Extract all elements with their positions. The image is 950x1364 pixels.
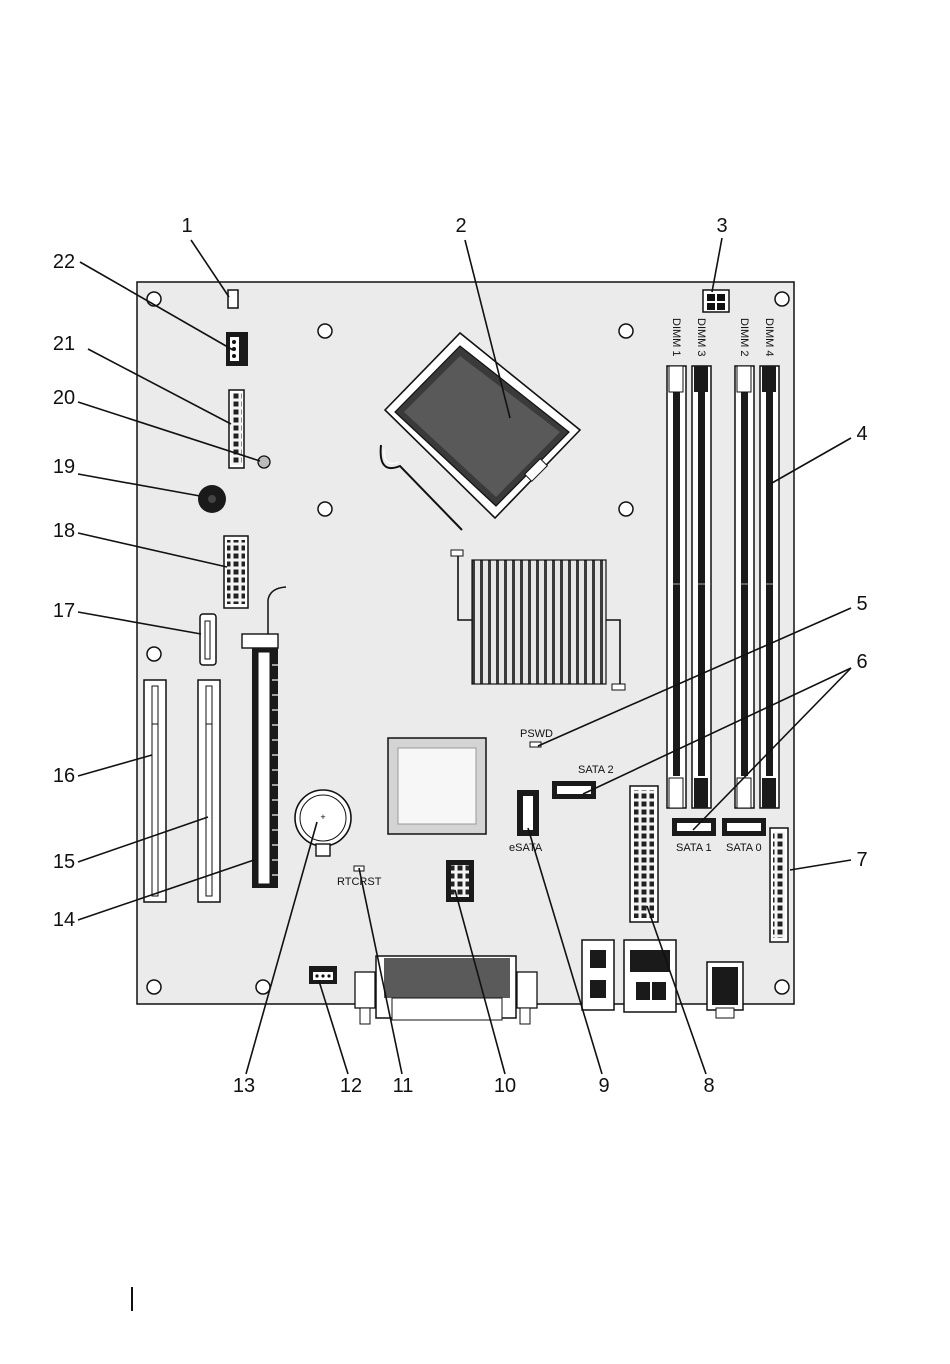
connector-17	[200, 614, 216, 665]
esata-label: eSATA	[509, 842, 543, 854]
callout-19: 19	[53, 456, 75, 478]
led-20	[258, 456, 270, 468]
callout-2: 2	[455, 215, 466, 237]
main-power-connector	[630, 786, 658, 922]
callout-7: 7	[856, 849, 867, 871]
sata0-label: SATA 0	[726, 842, 762, 854]
pswd-label: PSWD	[520, 728, 553, 740]
rtcrst-label: RTCRST	[337, 876, 382, 888]
rear-usb-stack-1	[582, 940, 614, 1010]
callout-22: 22	[53, 251, 75, 273]
dimm-slot-2	[735, 366, 754, 808]
connector-7	[770, 828, 788, 942]
chipset-heatsink	[451, 550, 625, 690]
rear-audio-connector	[707, 962, 743, 1018]
connector-1	[228, 290, 238, 308]
fan-connector-12	[309, 966, 337, 984]
sata2-connector	[552, 781, 596, 799]
callout-5: 5	[856, 593, 867, 615]
callout-11: 11	[393, 1075, 414, 1097]
dimm-slot-4	[760, 366, 779, 808]
header-18	[224, 536, 248, 608]
callout-6: 6	[856, 651, 867, 673]
dimm1-label: DIMM 1	[670, 318, 682, 357]
internal-usb-header	[446, 860, 474, 902]
callout-21: 21	[53, 333, 75, 355]
callout-18: 18	[53, 520, 75, 542]
sata1-connector	[672, 818, 716, 836]
dimm-slot-1	[667, 366, 686, 808]
processor-power-connector	[703, 290, 729, 312]
callout-8: 8	[703, 1075, 714, 1097]
callout-1: 1	[181, 215, 192, 237]
callout-10: 10	[494, 1075, 516, 1097]
pci-slot-15	[198, 680, 220, 902]
callout-12: 12	[340, 1075, 362, 1097]
callout-3: 3	[716, 215, 727, 237]
svg-text:+: +	[320, 812, 325, 822]
front-panel-header	[229, 390, 244, 468]
dimm2-label: DIMM 2	[738, 318, 750, 357]
callout-20: 20	[53, 387, 75, 409]
callout-16: 16	[53, 765, 75, 787]
sata2-label: SATA 2	[578, 764, 614, 776]
callout-13: 13	[233, 1075, 255, 1097]
dimm4-label: DIMM 4	[763, 318, 775, 357]
parallel-connector	[355, 956, 537, 1024]
callout-4: 4	[856, 423, 867, 445]
callout-9: 9	[598, 1075, 609, 1097]
callout-15: 15	[53, 851, 75, 873]
callout-14: 14	[53, 909, 75, 931]
large-chip	[388, 738, 486, 834]
sata0-connector	[722, 818, 766, 836]
fan-connector	[226, 332, 248, 366]
page-margin-rule	[131, 1287, 133, 1311]
callout-17: 17	[53, 600, 75, 622]
speaker	[198, 485, 226, 513]
rear-usb-stack-2	[624, 940, 676, 1012]
sata1-label: SATA 1	[676, 842, 712, 854]
dimm3-label: DIMM 3	[695, 318, 707, 357]
pci-slot-16	[144, 680, 166, 902]
